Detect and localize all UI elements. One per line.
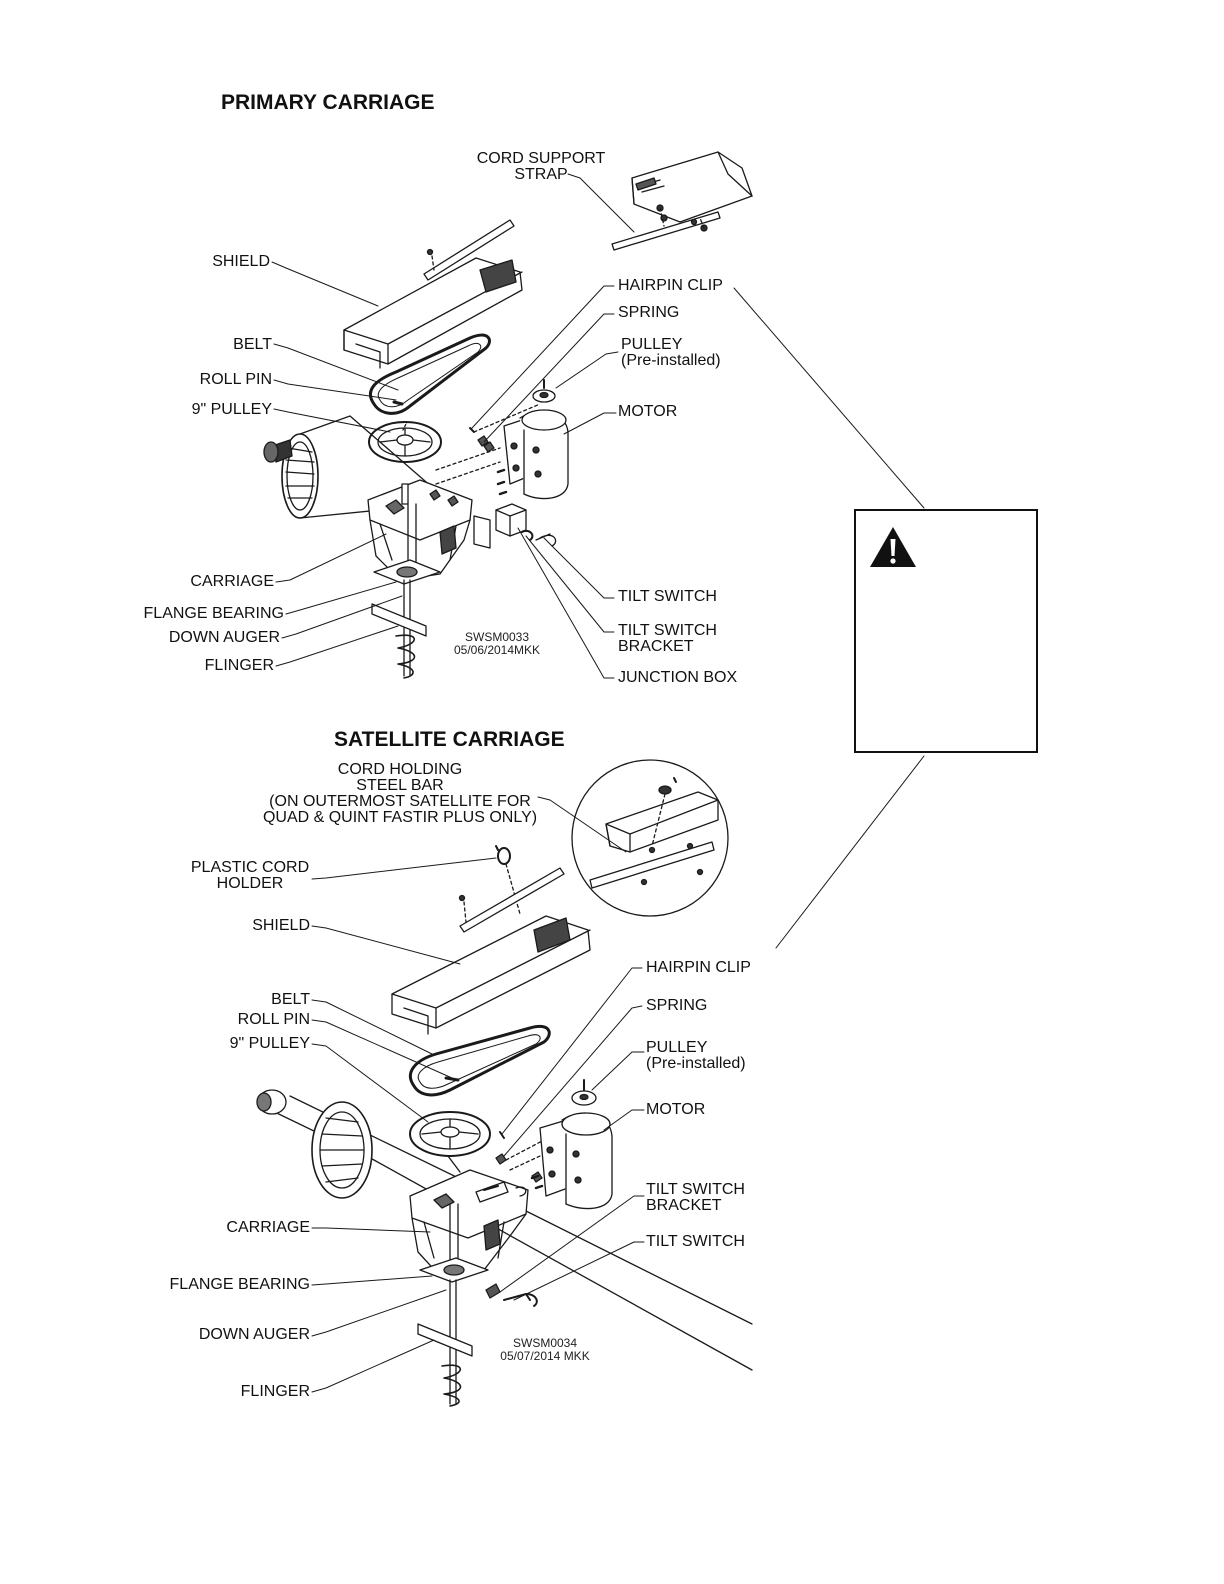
cord-holding-bar-detail	[571, 759, 729, 917]
label-motor: MOTOR	[618, 403, 678, 420]
nine-inch-pulley-part	[409, 1111, 491, 1173]
label-plastic-cord-holder: PLASTIC CORD HOLDER	[190, 859, 310, 892]
flinger-part	[417, 1323, 473, 1357]
label-hairpin-clip: HAIRPIN CLIP	[646, 959, 751, 976]
flange-bearing-part	[373, 559, 441, 585]
tube-part	[256, 1089, 753, 1371]
label-pulley-preinstalled: PULLEY (Pre-installed)	[646, 1039, 746, 1072]
label-spring: SPRING	[646, 997, 708, 1014]
carriage-part	[409, 1169, 529, 1277]
primary-carriage-drawing	[263, 151, 753, 679]
label-flinger: FLINGER	[204, 657, 274, 674]
label-flinger: FLINGER	[240, 1383, 310, 1400]
belt-part	[408, 1025, 551, 1097]
motor-assembly-part	[495, 1079, 613, 1210]
label-tilt-switch: TILT SWITCH	[646, 1233, 745, 1250]
tube-part	[263, 415, 471, 521]
label-tilt-switch-bracket: TILT SWITCH BRACKET	[646, 1181, 745, 1214]
label-shield: SHIELD	[252, 917, 310, 934]
label-roll-pin: ROLL PIN	[237, 1011, 310, 1028]
label-nine-inch-pulley: 9" PULLEY	[191, 401, 272, 418]
flinger-part	[371, 603, 427, 637]
label-roll-pin: ROLL PIN	[199, 371, 272, 388]
label-belt: BELT	[271, 991, 310, 1008]
label-flange-bearing: FLANGE BEARING	[169, 1276, 310, 1293]
primary-drawing-code: SWSM0033 05/06/2014MKK	[453, 630, 541, 657]
motor-assembly-part	[435, 379, 569, 500]
carriage-part	[367, 479, 473, 581]
label-nine-inch-pulley: 9" PULLEY	[229, 1035, 310, 1052]
satellite-leader-lines	[311, 755, 925, 1393]
label-hairpin-clip: HAIRPIN CLIP	[618, 277, 723, 294]
tilt-switch-part	[503, 1293, 538, 1307]
primary-leader-lines	[271, 173, 925, 679]
label-flange-bearing: FLANGE BEARING	[143, 605, 284, 622]
label-tilt-switch-bracket: TILT SWITCH BRACKET	[618, 622, 717, 655]
label-tilt-switch: TILT SWITCH	[618, 588, 717, 605]
label-carriage: CARRIAGE	[226, 1219, 310, 1236]
nine-inch-pulley-part	[368, 421, 442, 463]
flange-bearing-part	[419, 1257, 501, 1299]
satellite-carriage-drawing	[256, 759, 753, 1407]
warning-triangle-icon	[870, 527, 916, 567]
shield-part	[343, 257, 523, 369]
label-carriage: CARRIAGE	[190, 573, 274, 590]
satellite-drawing-code: SWSM0034 05/07/2014 MKK	[500, 1336, 590, 1363]
label-junction-box: JUNCTION BOX	[618, 669, 738, 686]
belt-part	[368, 333, 491, 415]
shield-part	[391, 915, 591, 1035]
junction-box-part	[473, 503, 557, 549]
strap-bar-part	[423, 219, 515, 281]
label-down-auger: DOWN AUGER	[168, 629, 280, 646]
cord-support-strap-part	[611, 151, 753, 251]
primary-carriage-title: PRIMARY CARRIAGE	[221, 91, 435, 114]
label-belt: BELT	[233, 336, 272, 353]
warning-callout-box	[854, 509, 1038, 753]
plastic-cord-holder-part	[495, 845, 521, 915]
label-cord-support-strap: CORD SUPPORT STRAP	[476, 150, 606, 183]
label-motor: MOTOR	[646, 1101, 706, 1118]
label-spring: SPRING	[618, 304, 680, 321]
label-pulley-preinstalled: PULLEY (Pre-installed)	[621, 336, 721, 369]
satellite-carriage-title: SATELLITE CARRIAGE	[334, 728, 565, 751]
label-shield: SHIELD	[212, 253, 270, 270]
label-cord-holding-steel-bar: CORD HOLDING STEEL BAR (ON OUTERMOST SAT…	[262, 761, 538, 826]
label-down-auger: DOWN AUGER	[198, 1326, 310, 1343]
